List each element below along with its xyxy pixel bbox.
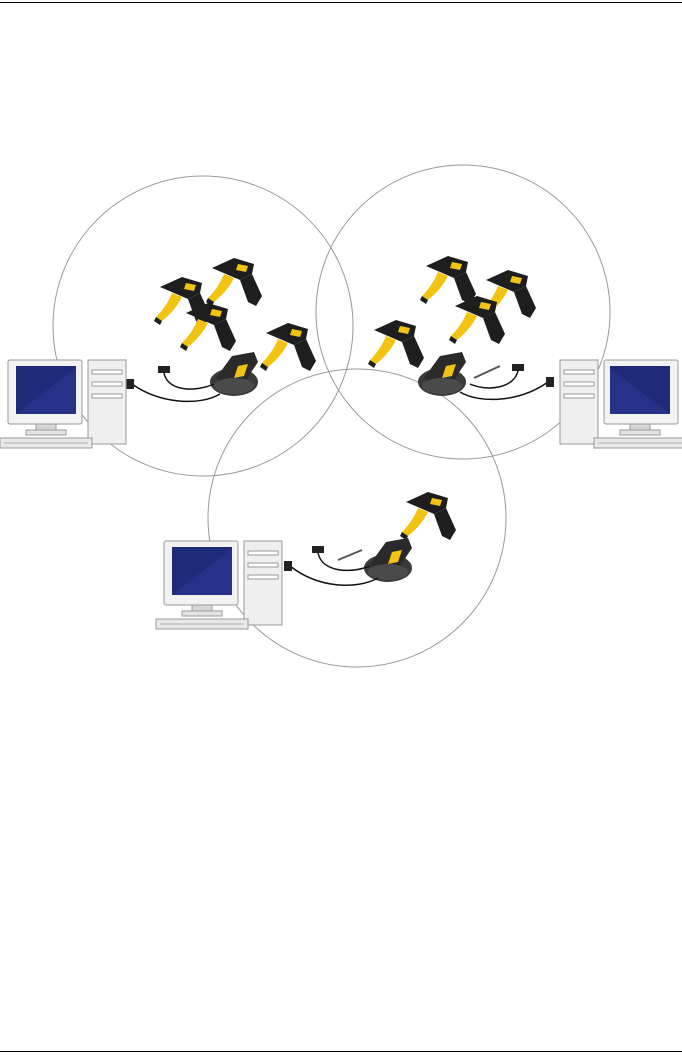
cable	[164, 373, 214, 389]
connector-icon	[512, 364, 524, 371]
cradle-icon	[210, 352, 258, 396]
cable	[338, 550, 362, 560]
scanner-icon	[260, 323, 316, 371]
plug-icon	[126, 379, 134, 389]
host-pc-icon	[560, 360, 682, 448]
scanner-icon	[400, 492, 456, 540]
host-pc-icon	[0, 360, 126, 448]
scanner-icon	[449, 296, 505, 344]
plug-icon	[284, 561, 292, 571]
plug-icon	[546, 377, 554, 387]
cradle-icon	[364, 538, 412, 582]
scanner-icon	[420, 256, 476, 304]
scanner-icon	[368, 320, 424, 368]
cable	[470, 371, 518, 388]
cable	[474, 366, 500, 378]
cradle-icon	[418, 352, 466, 396]
connector-icon	[158, 366, 170, 373]
connector-icon	[312, 546, 324, 553]
cable	[318, 553, 370, 570]
scanner-icon	[206, 258, 262, 306]
host-pc-icon	[156, 541, 282, 629]
scanner-icon	[180, 303, 236, 351]
